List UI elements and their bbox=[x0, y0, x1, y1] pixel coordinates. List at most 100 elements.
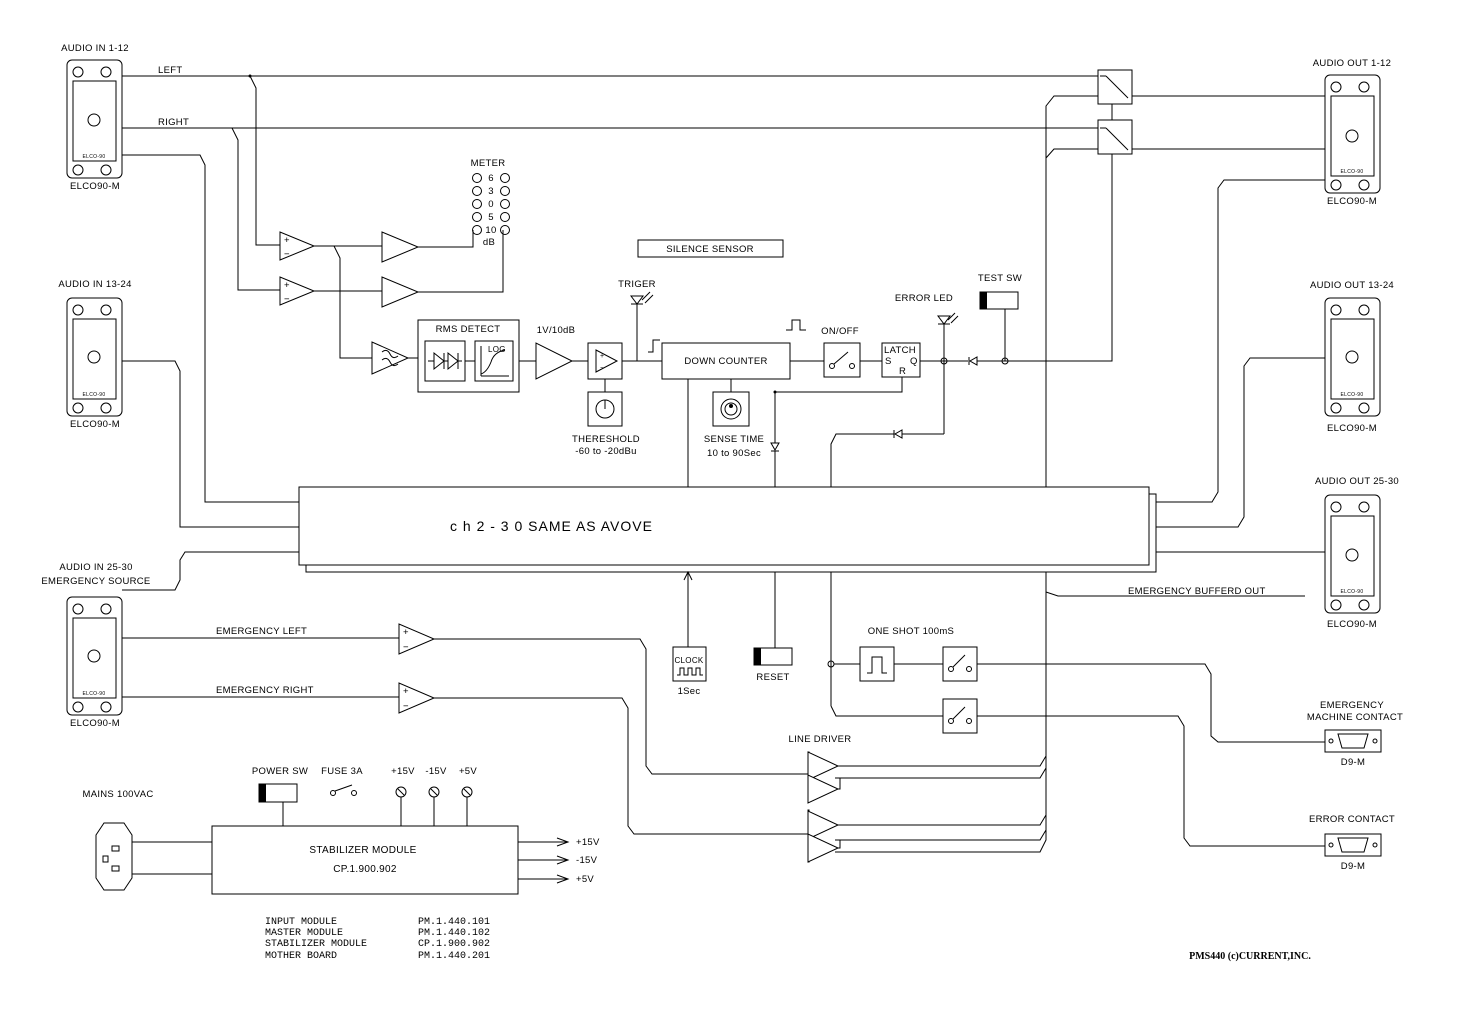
svg-text:ELCO90-M: ELCO90-M bbox=[1327, 423, 1377, 434]
fuse bbox=[330, 784, 357, 796]
reset-button: RESET bbox=[753, 572, 793, 683]
error-output-diode bbox=[960, 152, 1113, 366]
scaling-amp bbox=[519, 342, 588, 380]
right-signal-label: RIGHT bbox=[158, 117, 189, 128]
module-part-1: PM.1.440.102 bbox=[418, 928, 490, 939]
mains-label: MAINS 100VAC bbox=[82, 789, 153, 800]
scale-label: 1V/10dB bbox=[537, 325, 576, 336]
latch: LATCH S Q R bbox=[773, 342, 960, 394]
meter-level-10: 10 bbox=[485, 225, 496, 236]
error-contact-label: ERROR CONTACT bbox=[1309, 814, 1395, 825]
rms-detect-block: RMS DETECT LOG bbox=[417, 319, 520, 393]
meter-title: METER bbox=[471, 158, 506, 169]
power-switch bbox=[258, 783, 298, 826]
svg-text:Q: Q bbox=[910, 356, 918, 367]
silence-sensor-box bbox=[637, 239, 784, 258]
line-driver-label: LINE DRIVER bbox=[789, 734, 852, 745]
emergency-source-label: EMERGENCY SOURCE bbox=[41, 576, 150, 587]
emergency-left-label: EMERGENCY LEFT bbox=[216, 626, 307, 637]
stabilizer-part: CP.1.900.902 bbox=[333, 864, 397, 875]
audio-in-25-30-label: AUDIO IN 25-30 bbox=[59, 562, 132, 573]
audio-out-1-12-label: AUDIO OUT 1-12 bbox=[1313, 58, 1391, 69]
channel-block: c h 2 - 3 0 SAME AS AVOVE bbox=[298, 486, 1157, 573]
stabilizer-title: STABILIZER MODULE bbox=[309, 845, 416, 856]
svg-text:ELCO90-M: ELCO90-M bbox=[70, 419, 120, 430]
svg-text:ELCO-90: ELCO-90 bbox=[1341, 169, 1364, 175]
channel-block-label: c h 2 - 3 0 SAME AS AVOVE bbox=[450, 518, 653, 534]
output-p15: +15V bbox=[576, 837, 600, 848]
svg-text:−: − bbox=[403, 701, 409, 712]
elco-connector-out-13-24: ELCO-90 ELCO90-M bbox=[1324, 297, 1381, 434]
rail-indicators bbox=[395, 786, 473, 826]
svg-text:S: S bbox=[885, 356, 892, 367]
clock-title: CLOCK bbox=[674, 656, 703, 665]
fuse-label: FUSE 3A bbox=[321, 766, 363, 777]
meter-unit: dB bbox=[483, 237, 495, 248]
one-shot-label: ONE SHOT 100mS bbox=[868, 626, 954, 637]
meter-level-0: 0 bbox=[488, 199, 494, 210]
svg-text:ELCO-90: ELCO-90 bbox=[1341, 392, 1364, 398]
elco-connector-out-1-12: ELCO-90 ELCO90-M bbox=[1324, 74, 1381, 207]
svg-text:ELCO-90: ELCO-90 bbox=[83, 392, 106, 398]
svg-text:ELCO90-M: ELCO90-M bbox=[1327, 619, 1377, 630]
footer-copyright: PMS440 (c)CURRENT,INC. bbox=[1189, 951, 1311, 962]
trigger-led: TRIGER bbox=[618, 279, 660, 361]
emergency-machine-contact: EMERGENCY MACHINE CONTACT D9-M bbox=[1307, 700, 1403, 768]
meter-display: METER 6 3 0 5 10 dB bbox=[471, 158, 510, 248]
elco-connector-in-1-12: ELCO-90 ELCO90-M bbox=[66, 59, 123, 192]
threshold-title: THERESHOLD bbox=[572, 434, 640, 445]
test-sw-label: TEST SW bbox=[978, 273, 1022, 284]
power-outputs: +15V -15V +5V bbox=[518, 837, 600, 885]
trigger-label: TRIGER bbox=[618, 279, 656, 290]
error-led-label: ERROR LED bbox=[895, 293, 953, 304]
module-name-3: MOTHER BOARD bbox=[265, 951, 337, 962]
error-led: ERROR LED bbox=[830, 293, 959, 487]
audio-out-13-24-label: AUDIO OUT 13-24 bbox=[1310, 280, 1394, 291]
log-label: LOG bbox=[488, 345, 506, 354]
output-wires bbox=[1156, 179, 1325, 553]
mains-inlet bbox=[95, 822, 212, 891]
silence-sensor-label: SILENCE SENSOR bbox=[666, 244, 754, 255]
comparator-block: + − bbox=[587, 342, 662, 392]
meter-level-6: 6 bbox=[488, 173, 494, 184]
output-p5: +5V bbox=[576, 874, 594, 885]
svg-text:ELCO-90: ELCO-90 bbox=[1341, 589, 1364, 595]
power-sw-label: POWER SW bbox=[252, 766, 308, 777]
emergency-right-label: EMERGENCY RIGHT bbox=[216, 685, 314, 696]
elco-connector-out-25-30: ELCO-90 ELCO90-M bbox=[1324, 494, 1381, 630]
meter-amplifiers: +− +− bbox=[279, 230, 504, 359]
down-counter-label: DOWN COUNTER bbox=[684, 356, 767, 367]
svg-text:ELCO90-M: ELCO90-M bbox=[1327, 196, 1377, 207]
reset-label: RESET bbox=[756, 672, 789, 683]
on-off-label: ON/OFF bbox=[821, 326, 859, 337]
module-list: INPUT MODULE PM.1.440.101 MASTER MODULE … bbox=[265, 917, 490, 962]
output-relays bbox=[1097, 69, 1325, 155]
meter-level-3: 3 bbox=[488, 186, 494, 197]
one-shot-block: ONE SHOT 100mS bbox=[827, 572, 1325, 847]
svg-text:ELCO90-M: ELCO90-M bbox=[70, 181, 120, 192]
emergency-buffered-out-label: EMERGENCY BUFFERD OUT bbox=[1128, 586, 1266, 597]
svg-text:−: − bbox=[284, 294, 290, 305]
rail-label-p15: +15V bbox=[391, 766, 415, 777]
svg-text:−: − bbox=[284, 249, 290, 260]
svg-text:+: + bbox=[284, 235, 290, 246]
on-off-switch: ON/OFF bbox=[821, 326, 882, 378]
emergency-contact-l2: MACHINE CONTACT bbox=[1307, 712, 1403, 723]
elco-connector-in-25-30: ELCO-90 ELCO90-M bbox=[66, 596, 123, 729]
emergency-bus bbox=[835, 95, 1305, 853]
line-driver: LINE DRIVER bbox=[789, 734, 852, 863]
module-part-0: PM.1.440.101 bbox=[418, 917, 490, 928]
emergency-contact-l1: EMERGENCY bbox=[1320, 700, 1384, 711]
input-wires bbox=[122, 74, 1100, 591]
rail-label-m15: -15V bbox=[425, 766, 447, 777]
clock-block: CLOCK 1Sec bbox=[672, 570, 707, 697]
sense-time-knob: SENSE TIME 10 to 90Sec bbox=[704, 391, 764, 459]
svg-text:R: R bbox=[899, 366, 906, 377]
output-m15: -15V bbox=[576, 855, 598, 866]
svg-text:ELCO90-M: ELCO90-M bbox=[70, 718, 120, 729]
down-counter: DOWN COUNTER bbox=[661, 319, 824, 487]
rms-detect-label: RMS DETECT bbox=[436, 324, 501, 335]
module-part-3: PM.1.440.201 bbox=[418, 951, 490, 962]
svg-text:−: − bbox=[600, 365, 604, 372]
